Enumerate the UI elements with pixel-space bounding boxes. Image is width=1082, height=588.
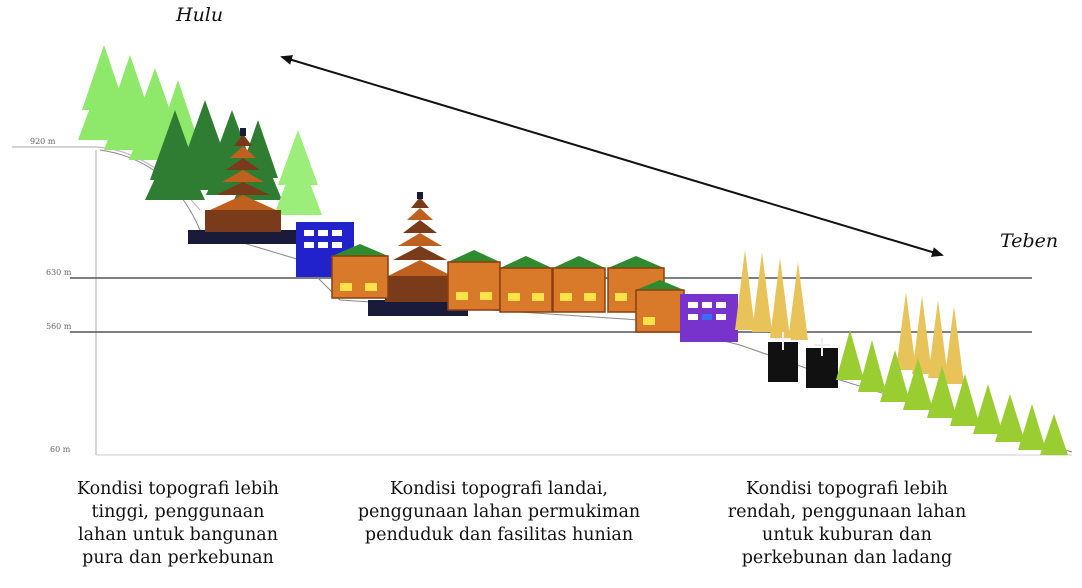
teben-label: Teben [1000,230,1059,252]
caption-line: pura dan perkebunan [82,548,274,568]
yellow-plantation [735,250,964,384]
middle-temple [368,192,468,316]
elevation-label-60: 60 m [50,445,71,454]
caption-upstream: Kondisi topografi lebih tinggi, pengguna… [28,478,328,570]
caption-line: penduduk dan fasilitas hunian [364,525,634,545]
hulu-label: Hulu [176,4,224,26]
upstream-forest [78,45,322,215]
caption-line: penggunaan lahan permukiman [357,502,641,522]
topography-diagram: 920 m 630 m 560 m 60 m [12,45,1073,456]
caption-line: lahan untuk bangunan [78,525,278,545]
downstream-forest [836,330,1068,455]
caption-middle: Kondisi topografi landai, penggunaan lah… [347,478,651,547]
caption-line: tinggi, penggunaan [91,502,265,522]
caption-line: Kondisi topografi lebih [746,479,948,499]
caption-line: rendah, penggunaan lahan [727,502,967,522]
village-houses [331,244,685,333]
caption-line: perkebunan dan ladang [741,548,953,568]
hulu-teben-arrow [280,55,944,257]
upstream-temple [188,128,296,244]
house [331,244,389,299]
purple-building [680,294,738,342]
elevation-label-560: 560 m [46,322,72,331]
house [635,280,685,333]
elevation-label-920: 920 m [30,137,56,146]
house [499,256,553,313]
house [552,256,606,313]
cemetery [768,332,838,388]
house [447,250,501,311]
caption-line: Kondisi topografi landai, [390,479,608,499]
caption-line: Kondisi topografi lebih [77,479,279,499]
elevation-label-630: 630 m [46,268,72,277]
caption-downstream: Kondisi topografi lebih rendah, pengguna… [697,478,997,570]
caption-line: untuk kuburan dan [762,525,932,545]
